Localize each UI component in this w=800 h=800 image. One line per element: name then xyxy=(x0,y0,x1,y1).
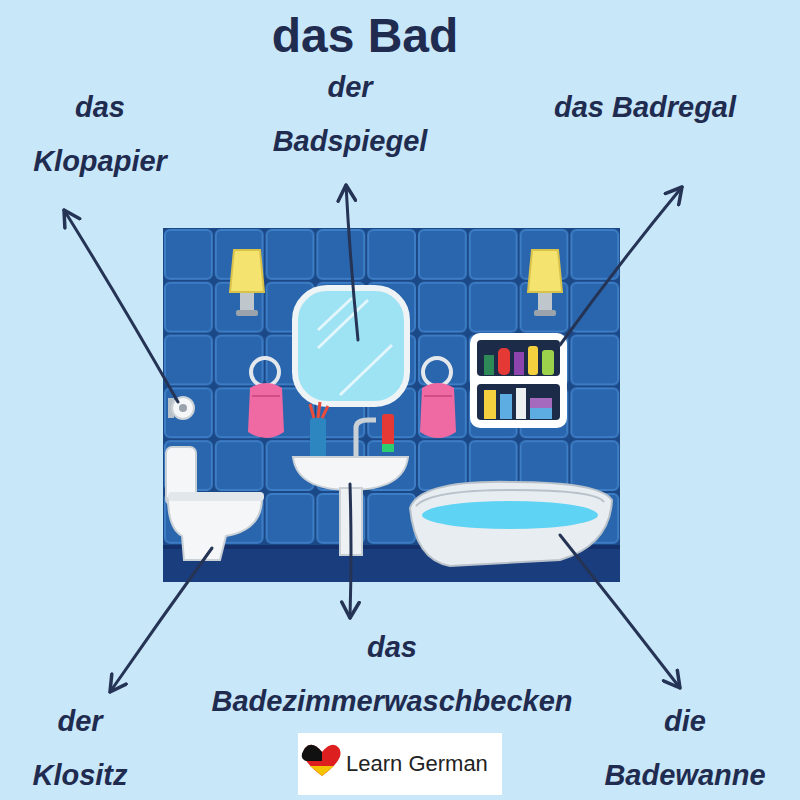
towel xyxy=(423,358,451,386)
mirror xyxy=(295,288,407,404)
towel xyxy=(248,358,284,438)
wall xyxy=(163,228,620,582)
bathroom-shelf xyxy=(470,333,567,428)
leader-line xyxy=(560,187,682,345)
leader-line xyxy=(350,484,351,618)
mirror xyxy=(295,288,407,404)
bathroom-shelf xyxy=(542,350,554,375)
sink xyxy=(310,418,326,458)
bathtub xyxy=(410,482,612,566)
part-label: die Badewanne xyxy=(604,694,765,800)
bathroom-shelf xyxy=(528,346,538,375)
towel xyxy=(251,358,279,386)
bathroom-shelf xyxy=(500,394,512,419)
wall-lamp xyxy=(534,310,556,316)
bathroom-shelf xyxy=(484,390,496,419)
leader-line xyxy=(560,535,680,688)
sink xyxy=(356,420,376,458)
wall-lamp xyxy=(230,250,264,292)
leader-line xyxy=(64,210,178,402)
wall-lamp xyxy=(236,310,258,316)
wall-lamp xyxy=(528,250,562,292)
title: das Bad xyxy=(272,8,459,64)
logo-box xyxy=(310,766,334,776)
bathtub xyxy=(422,501,598,529)
part-label: das Klopapier xyxy=(33,80,167,188)
bathtub xyxy=(410,482,612,566)
part-label: der Klositz xyxy=(32,694,127,800)
towel xyxy=(420,383,456,438)
bathroom-shelf xyxy=(477,384,560,420)
bathroom-shelf xyxy=(516,388,526,419)
towel xyxy=(248,383,284,438)
part-label: der Badspiegel xyxy=(273,60,428,168)
wall-lamp xyxy=(230,250,264,316)
towel xyxy=(424,395,452,397)
leader-line xyxy=(346,185,358,340)
bathroom-shelf xyxy=(484,355,494,375)
part-label: das Badregal xyxy=(554,80,736,134)
toilet-paper xyxy=(179,404,187,412)
leader-line xyxy=(64,185,682,692)
bathroom-shelf xyxy=(477,340,560,376)
sink xyxy=(310,402,328,418)
watermark: Learn German xyxy=(346,750,488,778)
toilet xyxy=(168,492,264,501)
sink xyxy=(382,414,394,452)
bathroom-shelf xyxy=(530,408,552,419)
part-label: das Badezimmerwaschbecken xyxy=(211,620,572,728)
toilet xyxy=(166,447,264,560)
toilet xyxy=(168,498,262,560)
bathroom-shelf xyxy=(470,333,567,428)
leader-line xyxy=(110,548,212,692)
logo-box xyxy=(298,733,502,795)
wall-lamp xyxy=(528,250,562,316)
bathtub xyxy=(416,490,604,506)
logo-box xyxy=(298,733,502,795)
toilet-paper xyxy=(168,397,194,419)
bathroom-shelf xyxy=(498,348,510,375)
toilet-paper xyxy=(172,397,194,419)
logo-box xyxy=(302,745,322,761)
towel xyxy=(252,395,280,397)
bathroom-shelf xyxy=(514,352,524,375)
sink xyxy=(382,444,394,452)
bathroom-shelf xyxy=(530,398,552,408)
towel xyxy=(420,358,456,438)
